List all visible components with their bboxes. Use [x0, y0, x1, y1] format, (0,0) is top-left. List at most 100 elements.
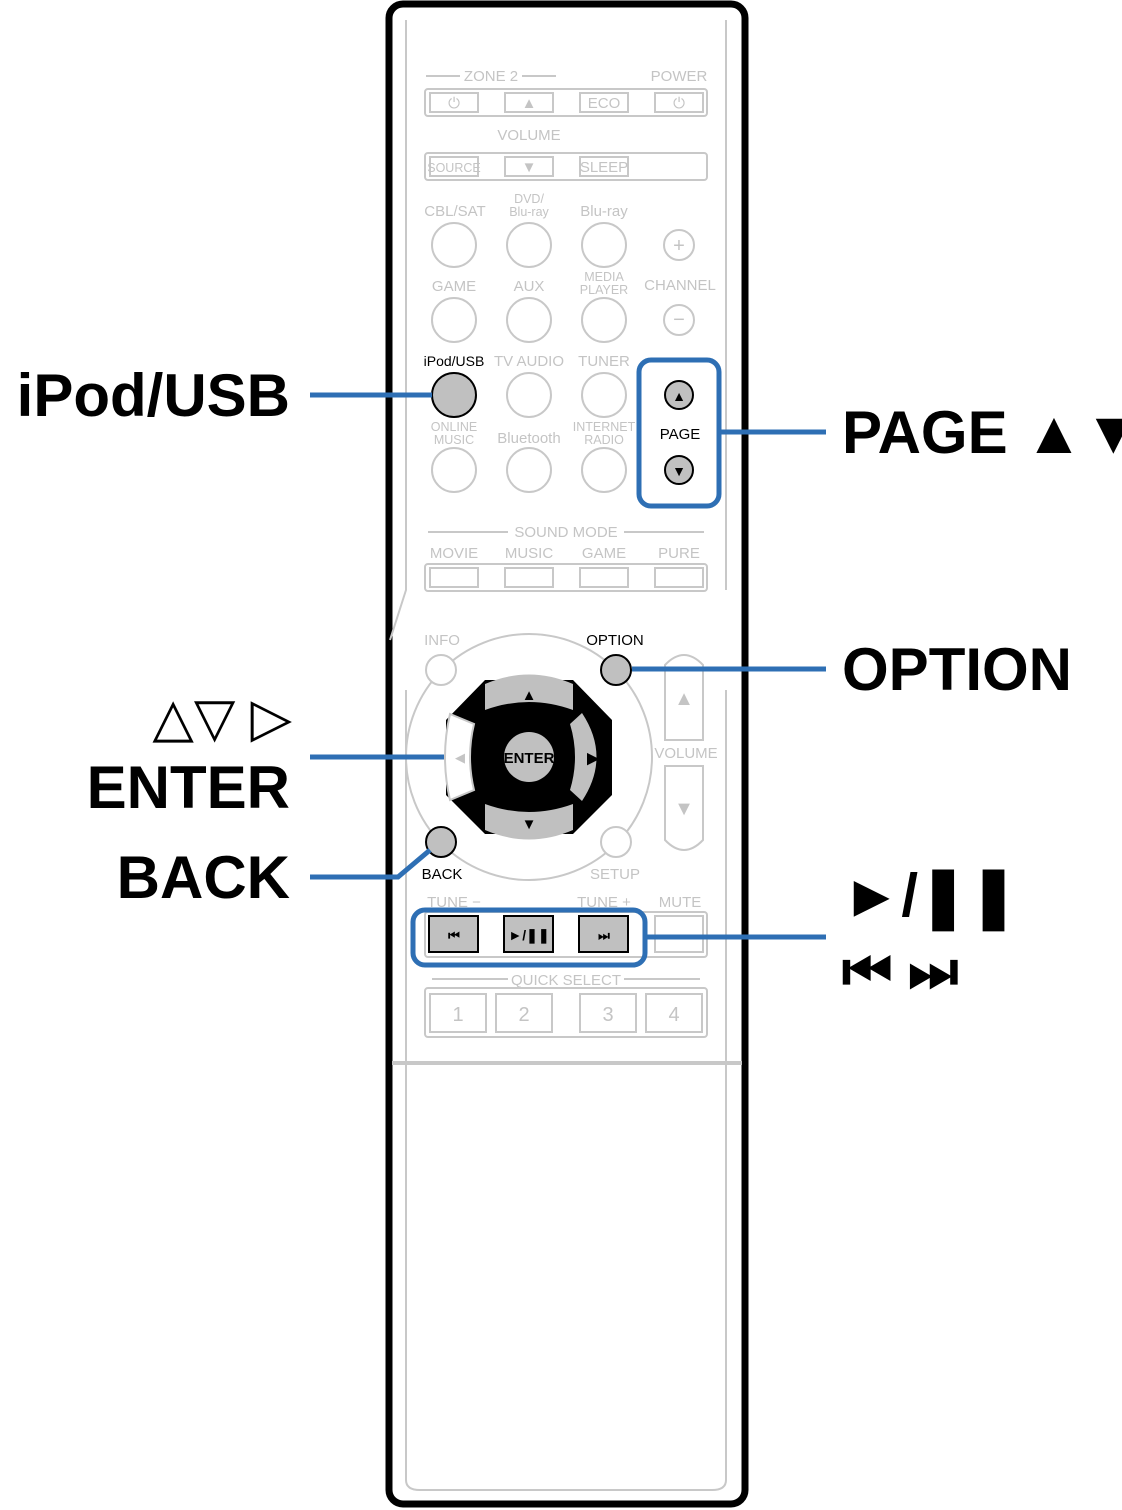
eco-button[interactable]	[579, 92, 629, 113]
callout-skip: ⏮ ⏭	[842, 939, 958, 1002]
aux-button[interactable]	[506, 297, 552, 343]
option-button[interactable]	[600, 654, 632, 686]
page-down-button[interactable]	[664, 455, 694, 485]
internet-radio-label-2: RADIO	[584, 433, 624, 447]
cbl-sat-button[interactable]	[431, 222, 477, 268]
right-triangle-icon: ▶	[586, 750, 600, 767]
second-row-frame	[424, 152, 708, 181]
right-button[interactable]	[570, 713, 597, 801]
bluray-label: Blu-ray	[580, 203, 628, 220]
down-button[interactable]	[485, 804, 573, 840]
setup-label: SETUP	[590, 866, 640, 883]
zone2-power-button[interactable]	[429, 92, 479, 113]
up-button[interactable]	[485, 674, 573, 711]
dvd-button[interactable]	[506, 222, 552, 268]
power-button[interactable]	[654, 92, 704, 113]
down-triangle-icon: ▼	[674, 798, 694, 820]
callout-play-pause: ►/❚❚	[842, 862, 1019, 932]
volume-up-rocker[interactable]	[664, 654, 704, 741]
power-icon: ⏻	[673, 95, 685, 112]
power-icon: ⏻	[448, 95, 460, 112]
previous-icon: ⏮	[448, 928, 460, 943]
callout-ipod-usb: iPod/USB	[17, 362, 290, 429]
play-pause-icon: ►/❚❚	[508, 927, 549, 944]
zone2-label: ZONE 2	[464, 68, 518, 85]
enter-button[interactable]	[504, 732, 554, 782]
pure-button[interactable]	[654, 567, 704, 588]
volume-down-button[interactable]	[504, 156, 554, 177]
mute-label: MUTE	[659, 894, 702, 911]
sound-mode-label: SOUND MODE	[514, 524, 617, 541]
volume-label: VOLUME	[497, 127, 560, 144]
online-music-button[interactable]	[431, 447, 477, 493]
remote-inner-edge	[389, 20, 727, 1491]
bluetooth-button[interactable]	[506, 447, 552, 493]
page-up-button[interactable]	[664, 380, 694, 410]
media-player-button[interactable]	[581, 297, 627, 343]
option-label: OPTION	[586, 632, 644, 649]
movie-label: MOVIE	[430, 545, 478, 562]
quick-4-label: 4	[668, 1004, 679, 1026]
sleep-button[interactable]	[579, 156, 629, 177]
tv-audio-label: TV AUDIO	[494, 353, 564, 370]
next-button[interactable]	[578, 915, 629, 953]
quick-select-1-button[interactable]	[429, 993, 487, 1033]
volume-rocker-label: VOLUME	[654, 745, 717, 762]
cbl-label: CBL/SAT	[424, 203, 485, 220]
dvd-label-2: Blu-ray	[509, 205, 549, 219]
source-label: SOURCE	[427, 161, 480, 175]
callout-back: BACK	[117, 844, 290, 911]
media-label: MEDIA	[584, 270, 624, 284]
eco-label: ECO	[588, 95, 621, 112]
movie-button[interactable]	[429, 567, 479, 588]
play-pause-button[interactable]	[503, 915, 554, 953]
game-button[interactable]	[431, 297, 477, 343]
bluray-button[interactable]	[581, 222, 627, 268]
quick-1-label: 1	[452, 1004, 463, 1026]
setup-button[interactable]	[600, 826, 632, 858]
mute-button[interactable]	[654, 915, 704, 953]
internet-radio-label: INTERNET	[573, 420, 636, 434]
media-label-2: PLAYER	[580, 283, 628, 297]
quick-select-2-button[interactable]	[495, 993, 553, 1033]
left-button[interactable]	[444, 712, 476, 802]
internet-radio-button[interactable]	[581, 447, 627, 493]
tuner-button[interactable]	[581, 372, 627, 418]
dvd-label: DVD/	[514, 192, 544, 206]
quick-select-frame	[424, 987, 708, 1038]
quick-select-3-button[interactable]	[579, 993, 637, 1033]
source-button[interactable]	[429, 156, 479, 177]
ipod-usb-button[interactable]	[431, 372, 477, 418]
channel-label: CHANNEL	[644, 277, 716, 294]
pure-label: PURE	[658, 545, 700, 562]
info-button[interactable]	[425, 654, 457, 686]
left-triangle-icon: ◀	[455, 750, 465, 765]
ipod-usb-label: iPod/USB	[424, 353, 485, 369]
down-triangle-icon: ▼	[522, 816, 537, 833]
callout-enter: ENTER	[87, 754, 290, 821]
minus-icon: −	[673, 309, 685, 331]
up-triangle-icon: ▲	[674, 688, 694, 710]
game-mode-label: GAME	[582, 545, 626, 562]
game-mode-button[interactable]	[579, 567, 629, 588]
callout-option: OPTION	[842, 636, 1072, 703]
music-button[interactable]	[504, 567, 554, 588]
callout-arrows: △▽ ▷	[152, 688, 292, 748]
tv-audio-button[interactable]	[506, 372, 552, 418]
quick-select-4-button[interactable]	[645, 993, 703, 1033]
back-button[interactable]	[425, 826, 457, 858]
volume-down-rocker[interactable]	[664, 765, 704, 851]
game-label: GAME	[432, 278, 476, 295]
channel-down-button[interactable]	[663, 304, 695, 336]
previous-button[interactable]	[428, 915, 479, 953]
quick-3-label: 3	[602, 1004, 613, 1026]
top-row-frame	[424, 88, 708, 117]
plus-icon: +	[673, 235, 685, 257]
channel-up-button[interactable]	[663, 229, 695, 261]
power-label: POWER	[651, 68, 708, 85]
quick-2-label: 2	[518, 1004, 529, 1026]
volume-up-button[interactable]	[504, 92, 554, 113]
tune-plus-label: TUNE +	[577, 894, 631, 911]
down-triangle-icon: ▼	[672, 463, 686, 479]
